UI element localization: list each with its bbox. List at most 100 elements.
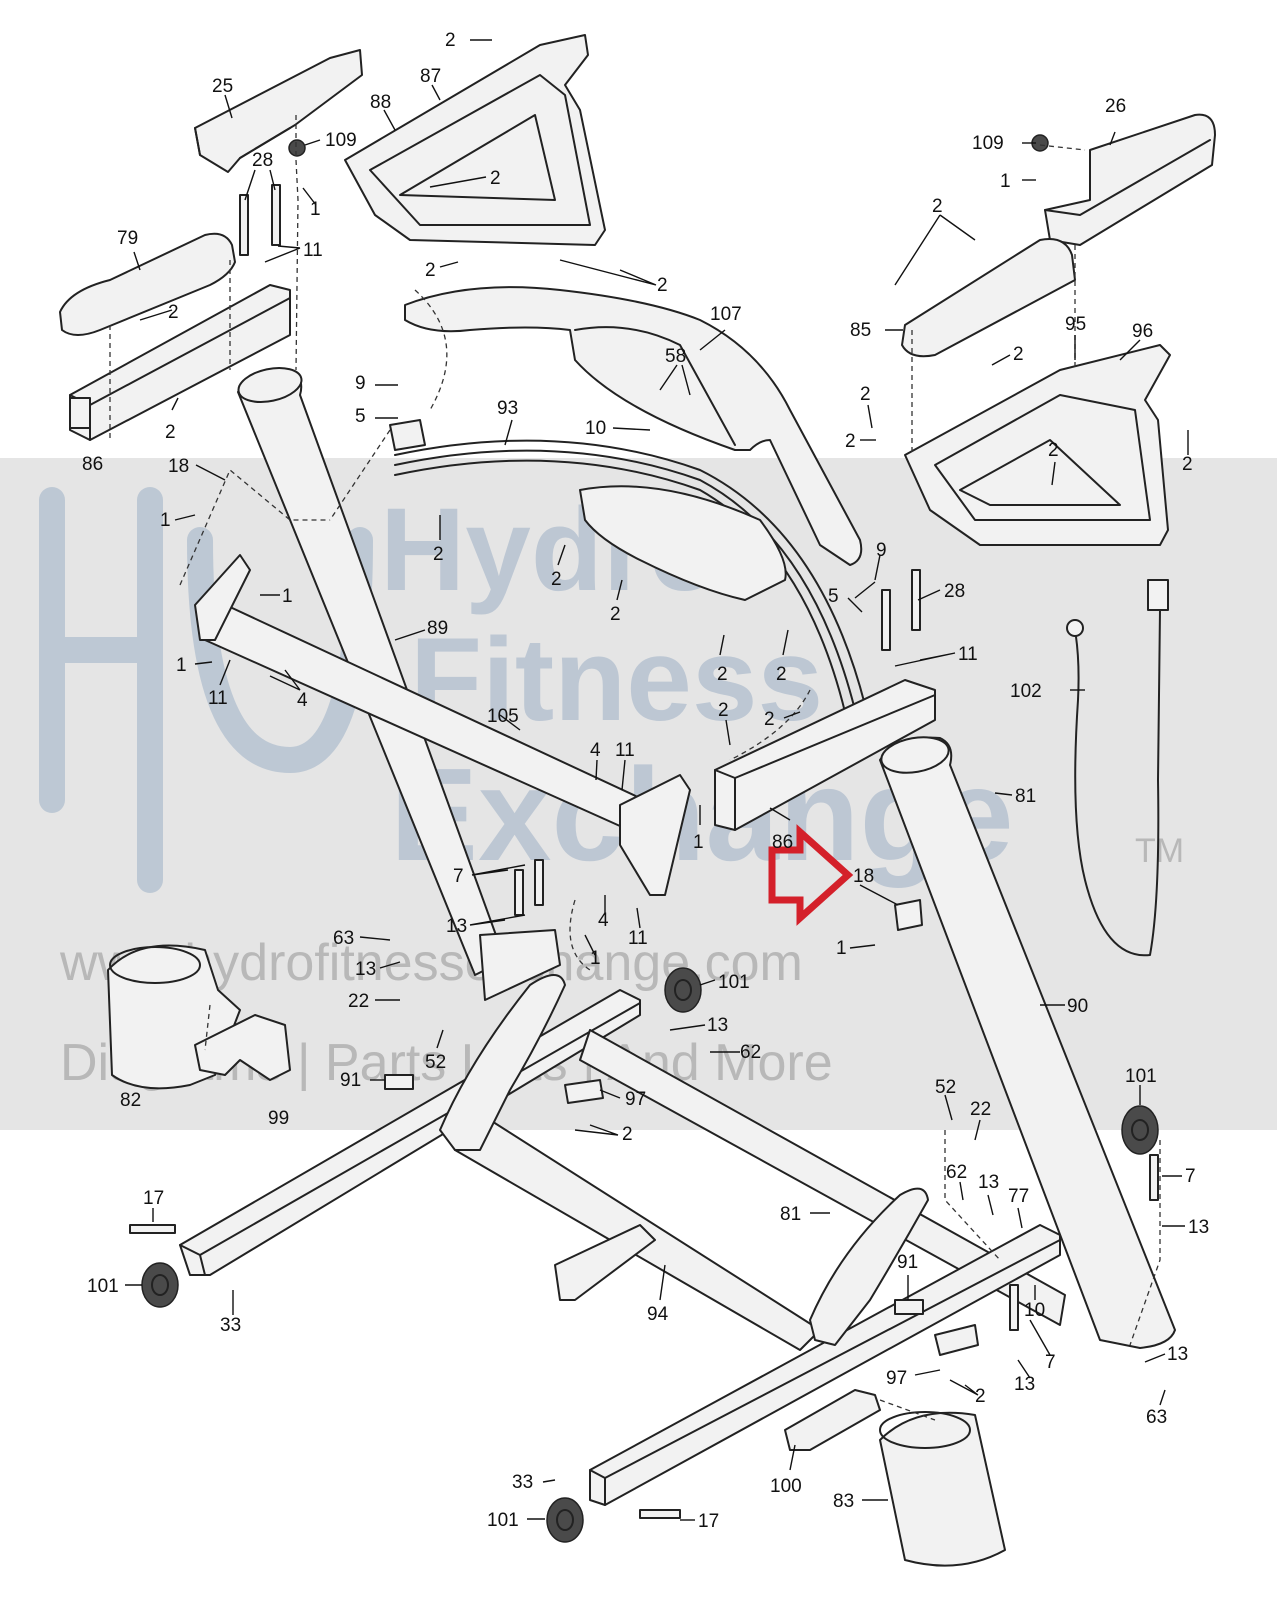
part-93-handlebar (394, 439, 866, 713)
callout: 1 (590, 948, 601, 969)
callout: 85 (850, 320, 871, 341)
callout: 33 (220, 1315, 241, 1336)
callout: 5 (355, 406, 366, 427)
callout: 1 (176, 655, 187, 676)
callout: 101 (1125, 1066, 1157, 1087)
part-83-foot-cover (879, 1411, 1006, 1567)
callout: 1 (836, 938, 847, 959)
callout: 109 (325, 130, 357, 151)
callout: 101 (718, 972, 750, 993)
callout: 22 (970, 1099, 991, 1120)
callout: 107 (710, 304, 742, 325)
callout: 2 (1182, 454, 1193, 475)
leader-lines (125, 39, 1189, 1521)
part-88-87-upright-cover (344, 34, 606, 246)
callout: 13 (446, 916, 467, 937)
part-79-arm-cap (59, 232, 236, 336)
callout: 101 (87, 1276, 119, 1297)
callout: 1 (310, 199, 321, 220)
callout: 105 (487, 706, 519, 727)
callout: 1 (693, 832, 704, 853)
callout: 63 (333, 928, 354, 949)
callout: 2 (932, 196, 943, 217)
callout: 17 (143, 1188, 164, 1209)
callout: 13 (978, 1172, 999, 1193)
callout: 7 (453, 866, 464, 887)
part-100-leveling-cap (784, 1389, 881, 1451)
callout: 91 (340, 1070, 361, 1091)
callout: 2 (490, 168, 501, 189)
callout: 7 (1045, 1352, 1056, 1373)
callout: 2 (845, 431, 856, 452)
callout: 63 (1146, 1407, 1167, 1428)
callout: 1 (1000, 171, 1011, 192)
callout: 93 (497, 398, 518, 419)
callout: 2 (168, 302, 179, 323)
callout: 83 (833, 1491, 854, 1512)
callout: 13 (707, 1015, 728, 1036)
callout: 18 (168, 456, 189, 477)
callout: 101 (487, 1510, 519, 1531)
part-25-cover (194, 49, 363, 173)
callout: 100 (770, 1476, 802, 1497)
callout: 13 (1014, 1374, 1035, 1395)
callout: 86 (82, 454, 103, 475)
callout: 87 (420, 66, 441, 87)
callout: 13 (1167, 1344, 1188, 1365)
callout: 52 (935, 1077, 956, 1098)
callout: 2 (717, 664, 728, 685)
part-86-right-crossbar (714, 679, 936, 831)
callout: 77 (1008, 1186, 1029, 1207)
callout: 1 (282, 586, 293, 607)
callout: 2 (860, 384, 871, 405)
callout: 4 (297, 690, 308, 711)
callout: 89 (427, 618, 448, 639)
callout: 81 (780, 1204, 801, 1225)
callout: 2 (433, 544, 444, 565)
callout: 2 (1048, 440, 1059, 461)
callout: 2 (975, 1386, 986, 1407)
callout: 91 (897, 1252, 918, 1273)
callout: 13 (1188, 1217, 1209, 1238)
callout: 97 (886, 1368, 907, 1389)
callout: 25 (212, 76, 233, 97)
callout: 96 (1132, 321, 1153, 342)
callout: 2 (165, 422, 176, 443)
part-105-crossbar (194, 554, 691, 896)
callout: 2 (1013, 344, 1024, 365)
callout: 95 (1065, 314, 1086, 335)
callout: 9 (876, 540, 887, 561)
part-102-cable (1066, 579, 1169, 957)
callout: 9 (355, 373, 366, 394)
part-101-wheels (141, 967, 1159, 1543)
callout: 17 (698, 1511, 719, 1532)
callout: 2 (445, 30, 456, 51)
callout: 82 (120, 1090, 141, 1111)
callout: 81 (1015, 786, 1036, 807)
part-107-console-top (404, 286, 863, 566)
callout: 90 (1067, 996, 1088, 1017)
callout: 2 (776, 664, 787, 685)
part-86-left-crossbar (69, 284, 291, 441)
callout: 5 (828, 586, 839, 607)
callout: 4 (598, 910, 609, 931)
callout: 2 (610, 604, 621, 625)
callout: 88 (370, 92, 391, 113)
callout: 11 (303, 240, 323, 261)
callout: 97 (625, 1089, 646, 1110)
assembly-dashed-lines (109, 115, 1161, 1421)
callout: 1 (160, 510, 171, 531)
part-96-95-upright-cover (904, 344, 1171, 546)
part-90-right-upright (879, 736, 1176, 1349)
callout: 11 (615, 740, 635, 761)
callout: 10 (1024, 1300, 1045, 1321)
callout: 2 (764, 709, 775, 730)
part-85-arm-cap (901, 238, 1076, 358)
callout: 62 (946, 1162, 967, 1183)
callout: 18 (853, 866, 874, 887)
callout: 86 (772, 832, 793, 853)
callout-labels: 2 87 88 25 109 1 28 2 79 11 2 2 2 86 2 2… (82, 30, 1209, 1532)
callout: 28 (944, 581, 965, 602)
part-base-frame (179, 974, 1066, 1506)
